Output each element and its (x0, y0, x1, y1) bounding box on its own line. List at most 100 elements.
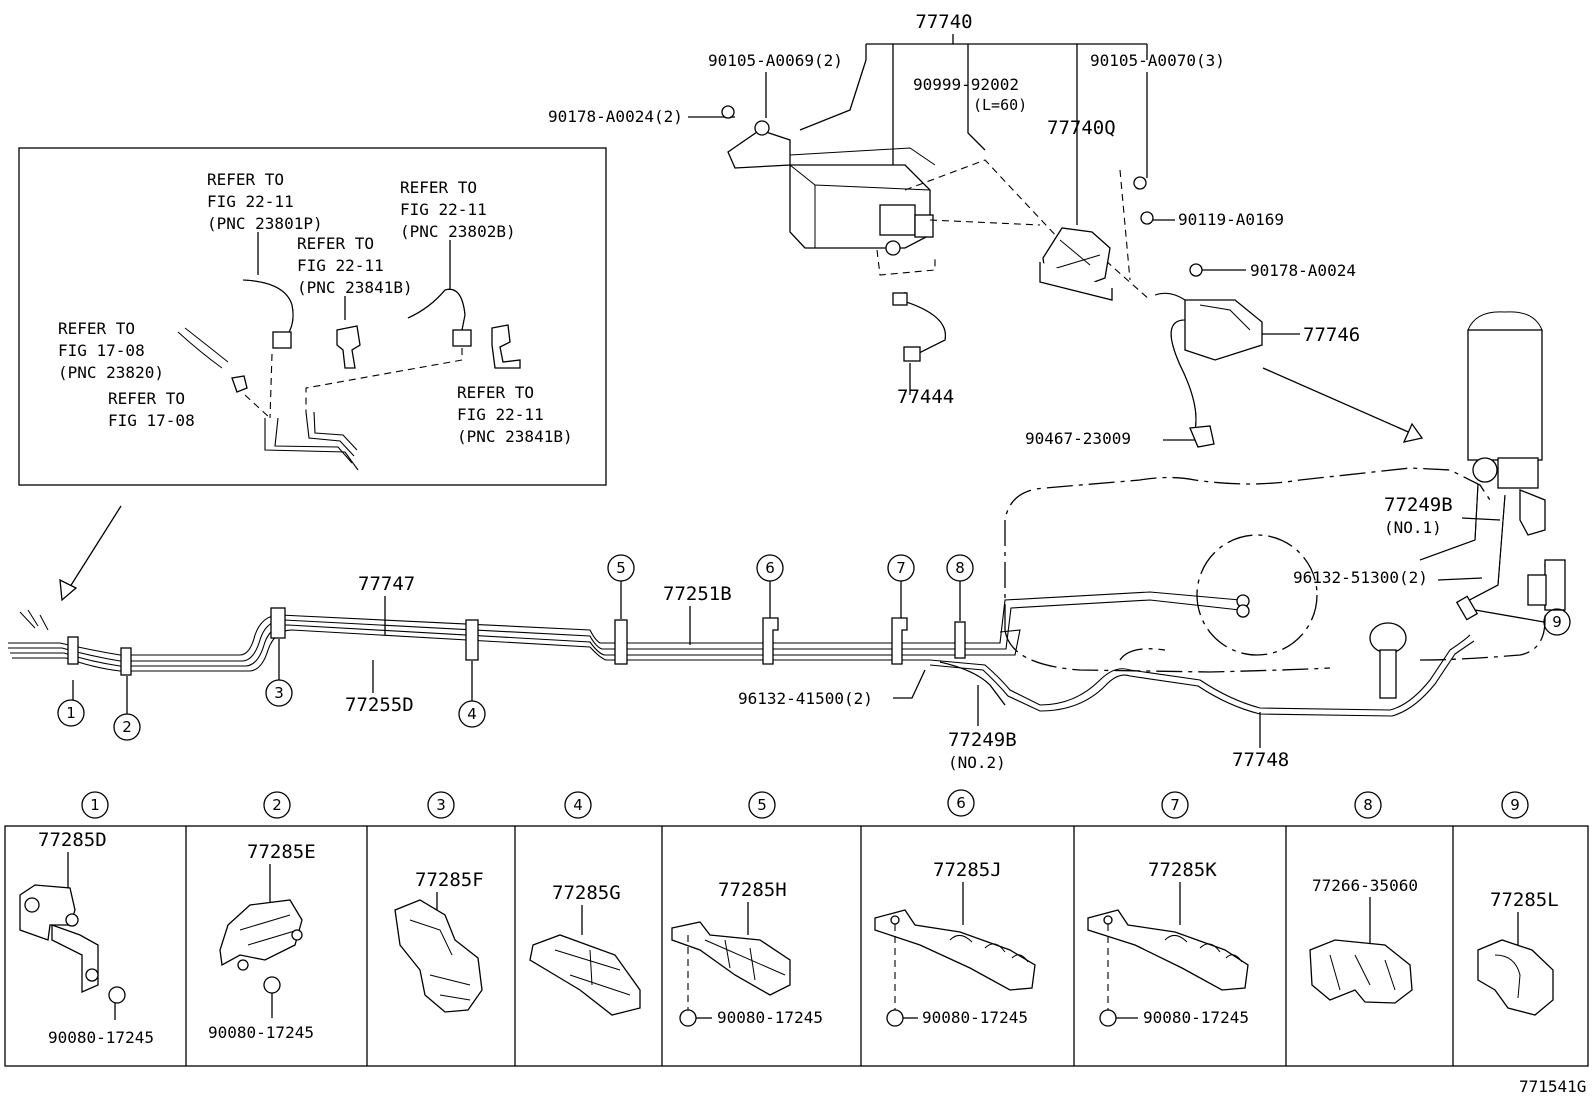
table-header-6: 6 (947, 789, 975, 817)
inset-ref-d-3: (PNC 23820) (58, 363, 164, 382)
marker-num: 3 (274, 684, 284, 702)
cell-fastener: 90080-17245 (922, 1008, 1028, 1027)
fuel-tank-outline (1004, 467, 1546, 673)
inset-ref-a-1: REFER TO (207, 170, 284, 189)
canister-callout-tree: 77740 90105-A0069(2) 90999-92002 (L=60) … (548, 11, 1360, 448)
callout-77249b-no2: 77249B (948, 729, 1017, 751)
inset-detail: REFER TO FIG 22-11 (PNC 23801P) REFER TO… (18, 147, 607, 486)
table-cell-7: 77285K 90080-17245 (1087, 859, 1249, 1027)
table-cell-3: 77285F (394, 869, 484, 1013)
header-num: 9 (1510, 796, 1520, 814)
callout-77249b-no2-tag: (NO.2) (948, 753, 1006, 772)
bundle-marker-9: 9 (1474, 608, 1571, 636)
filter-77746 (1154, 292, 1263, 448)
table-header-7: 7 (1161, 791, 1189, 819)
inset-ref-a-2: FIG 22-11 (207, 192, 294, 211)
callout-90105-a0069: 90105-A0069(2) (708, 51, 843, 70)
table-header-1: 1 (81, 791, 109, 819)
header-num: 4 (573, 796, 583, 814)
callout-77249b-no1-tag: (NO.1) (1384, 518, 1442, 537)
bundle-marker-1: 1 (57, 680, 85, 727)
charcoal-canister (721, 105, 936, 256)
bundle-marker-4: 4 (458, 661, 486, 728)
inset-ref-c-3: (PNC 23802B) (400, 222, 516, 241)
marker-num: 7 (896, 559, 906, 577)
main-pipe-bundle (8, 591, 1475, 717)
inset-ref-d-1: REFER TO (58, 319, 135, 338)
cell-fastener: 90080-17245 (48, 1028, 154, 1047)
inset-ref-b-2: FIG 22-11 (297, 256, 384, 275)
table-cell-9: 77285L (1477, 889, 1559, 1016)
callout-96132-51300: 96132-51300(2) (1293, 568, 1428, 587)
callout-90178-a0024: 90178-A0024 (1250, 261, 1356, 280)
vsv-77740q (1039, 227, 1113, 301)
callout-77747: 77747 (358, 573, 415, 595)
cell-part: 77266-35060 (1312, 876, 1418, 895)
callout-77746: 77746 (1303, 324, 1360, 346)
table-cell-6: 77285J 90080-17245 (874, 859, 1036, 1027)
bundle-marker-8: 8 (946, 554, 974, 621)
table-header-3: 3 (427, 791, 455, 819)
callout-77251b: 77251B (663, 583, 732, 605)
inset-ref-a-3: (PNC 23801P) (207, 214, 323, 233)
table-header-4: 4 (564, 791, 592, 819)
inset-ref-f-2: FIG 22-11 (457, 405, 544, 424)
fuel-pump-module (1369, 311, 1566, 699)
table-header-9: 9 (1501, 791, 1529, 819)
marker-num: 6 (765, 559, 775, 577)
callout-90105-a0070: 90105-A0070(3) (1090, 51, 1225, 70)
inset-ref-f-1: REFER TO (457, 383, 534, 402)
inset-ref-c-1: REFER TO (400, 178, 477, 197)
callout-77255d: 77255D (345, 694, 414, 716)
marker-num: 8 (955, 559, 965, 577)
cell-part: 77285L (1490, 889, 1559, 911)
marker-num: 1 (66, 704, 76, 722)
inset-ref-d-2: FIG 17-08 (58, 341, 145, 360)
marker-num: 4 (467, 705, 477, 723)
inset-ref-e-2: FIG 17-08 (108, 411, 195, 430)
inset-ref-b-1: REFER TO (297, 234, 374, 253)
bundle-marker-3: 3 (265, 639, 293, 707)
header-num: 1 (90, 796, 100, 814)
callout-90178-a0024-2: 90178-A0024(2) (548, 107, 683, 126)
cell-part: 77285J (933, 859, 1002, 881)
inset-ref-e-1: REFER TO (108, 389, 185, 408)
cell-part: 77285H (718, 879, 787, 901)
cell-part: 77285K (1148, 859, 1217, 881)
inset-ref-f-3: (PNC 23841B) (457, 427, 573, 446)
cell-fastener: 90080-17245 (1143, 1008, 1249, 1027)
inset-ref-b-3: (PNC 23841B) (297, 278, 413, 297)
clamp-table (4, 825, 1589, 1067)
header-num: 7 (1170, 796, 1180, 814)
table-cell-2: 77285E 90080-17245 (208, 841, 316, 1042)
bundle-marker-5: 5 (607, 554, 635, 619)
callout-77249b-no1: 77249B (1384, 494, 1453, 516)
bundle-clamps (67, 595, 1479, 676)
callout-77444: 77444 (897, 386, 954, 408)
table-header-2: 2 (263, 791, 291, 819)
header-num: 6 (956, 794, 966, 812)
header-num: 5 (757, 796, 767, 814)
callout-90467-23009: 90467-23009 (1025, 429, 1131, 448)
marker-num: 5 (616, 559, 626, 577)
callout-77740q: 77740Q (1047, 117, 1116, 139)
callout-90119-a0169: 90119-A0169 (1178, 210, 1284, 229)
table-cell-5: 77285H 90080-17245 (671, 879, 823, 1027)
bundle-marker-2: 2 (113, 676, 141, 741)
inset-ref-c-2: FIG 22-11 (400, 200, 487, 219)
table-header-8: 8 (1354, 791, 1382, 819)
table-cell-8: 77266-35060 (1309, 876, 1418, 1004)
figure-code: 771541G (1519, 1077, 1586, 1096)
callout-77748: 77748 (1232, 749, 1289, 771)
cell-part: 77285D (38, 829, 107, 851)
cell-part: 77285E (247, 841, 316, 863)
cell-fastener: 90080-17245 (208, 1023, 314, 1042)
header-num: 2 (272, 796, 282, 814)
marker-num: 2 (122, 718, 132, 736)
marker-num: 9 (1552, 613, 1562, 631)
callout-90999-92002: 90999-92002 (913, 75, 1019, 94)
cell-fastener: 90080-17245 (717, 1008, 823, 1027)
bundle-marker-6: 6 (756, 554, 784, 618)
